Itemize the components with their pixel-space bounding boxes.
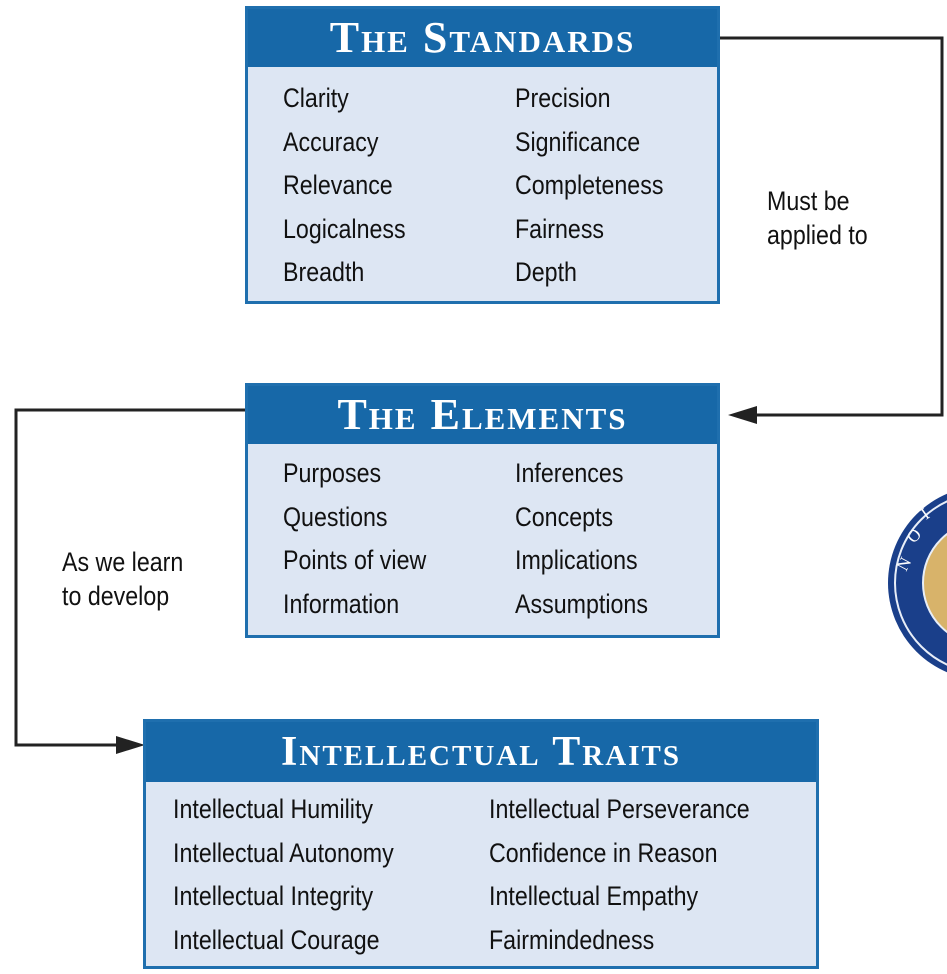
trait-item: Intellectual Courage xyxy=(173,924,380,955)
traits-left-column: Intellectual Humility Intellectual Auton… xyxy=(173,788,430,962)
element-item: Information xyxy=(283,588,400,619)
standard-item: Breadth xyxy=(283,257,365,287)
elements-to-traits-label: As we learn to develop xyxy=(62,545,183,613)
element-item: Assumptions xyxy=(515,588,648,619)
trait-item: Fairmindedness xyxy=(489,924,655,955)
element-item: Points of view xyxy=(283,545,427,575)
element-item: Questions xyxy=(283,501,388,532)
standard-item: Logicalness xyxy=(283,213,406,244)
label-line: As we learn xyxy=(62,547,184,577)
label-line: applied to xyxy=(767,220,868,250)
trait-item: Intellectual Humility xyxy=(173,794,374,824)
standards-to-elements-arrowhead xyxy=(728,406,757,424)
standard-item: Fairness xyxy=(515,213,605,244)
trait-item: Intellectual Integrity xyxy=(173,881,374,911)
standards-left-column: Clarity Accuracy Relevance Logicalness B… xyxy=(283,77,426,295)
elements-to-traits-arrowhead xyxy=(116,736,145,754)
traits-right-column: Intellectual Perseverance Confidence in … xyxy=(489,788,792,962)
elements-box: The Elements Purposes Questions Points o… xyxy=(245,383,720,638)
trait-item: Intellectual Empathy xyxy=(489,881,699,911)
standard-item: Completeness xyxy=(515,170,664,200)
standards-title: The Standards xyxy=(248,9,717,67)
elements-to-traits-arrow xyxy=(14,408,245,747)
foundation-seal: N O I xyxy=(888,493,947,673)
trait-item: Intellectual Perseverance xyxy=(489,794,750,824)
elements-left-column: Purposes Questions Points of view Inform… xyxy=(283,452,450,626)
standard-item: Depth xyxy=(515,257,577,287)
label-line: to develop xyxy=(62,581,170,611)
trait-item: Confidence in Reason xyxy=(489,837,718,868)
element-item: Purposes xyxy=(283,458,382,488)
elements-right-column: Inferences Concepts Implications Assumpt… xyxy=(515,452,670,626)
standard-item: Significance xyxy=(515,126,641,157)
standard-item: Clarity xyxy=(283,83,349,113)
standards-right-column: Precision Significance Completeness Fair… xyxy=(515,77,688,295)
traits-box: Intellectual Traits Intellectual Humilit… xyxy=(143,719,819,969)
standards-box: The Standards Clarity Accuracy Relevance… xyxy=(245,6,720,304)
element-item: Concepts xyxy=(515,501,614,532)
elements-title: The Elements xyxy=(248,386,717,444)
standards-to-elements-arrow xyxy=(720,36,944,417)
label-line: Must be xyxy=(767,186,850,216)
standard-item: Accuracy xyxy=(283,126,379,157)
standard-item: Precision xyxy=(515,83,611,113)
element-item: Implications xyxy=(515,545,638,575)
trait-item: Intellectual Autonomy xyxy=(173,837,394,868)
traits-title: Intellectual Traits xyxy=(146,722,816,782)
standards-to-elements-label: Must be applied to xyxy=(767,184,868,252)
element-item: Inferences xyxy=(515,458,624,488)
standard-item: Relevance xyxy=(283,170,393,200)
